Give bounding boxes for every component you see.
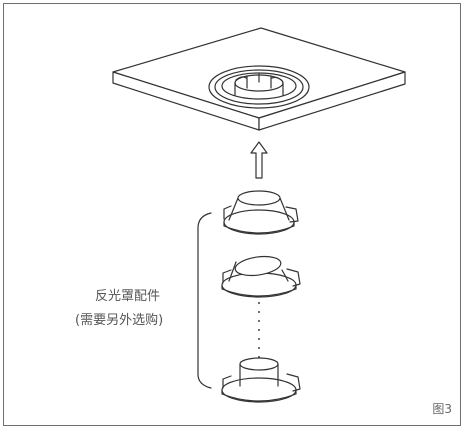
- accessory-note: (需要另外选购): [75, 313, 164, 328]
- up-arrow-icon: [250, 141, 268, 179]
- reflector-3: [221, 357, 301, 403]
- reflector-1: [223, 190, 299, 235]
- bracket: [197, 212, 212, 389]
- figure-number: 图3: [432, 402, 452, 416]
- mounting-ring: [208, 65, 310, 109]
- reflector-2: [221, 255, 301, 298]
- accessory-name: 反光罩配件: [95, 289, 161, 304]
- ellipsis-dots: [258, 302, 260, 358]
